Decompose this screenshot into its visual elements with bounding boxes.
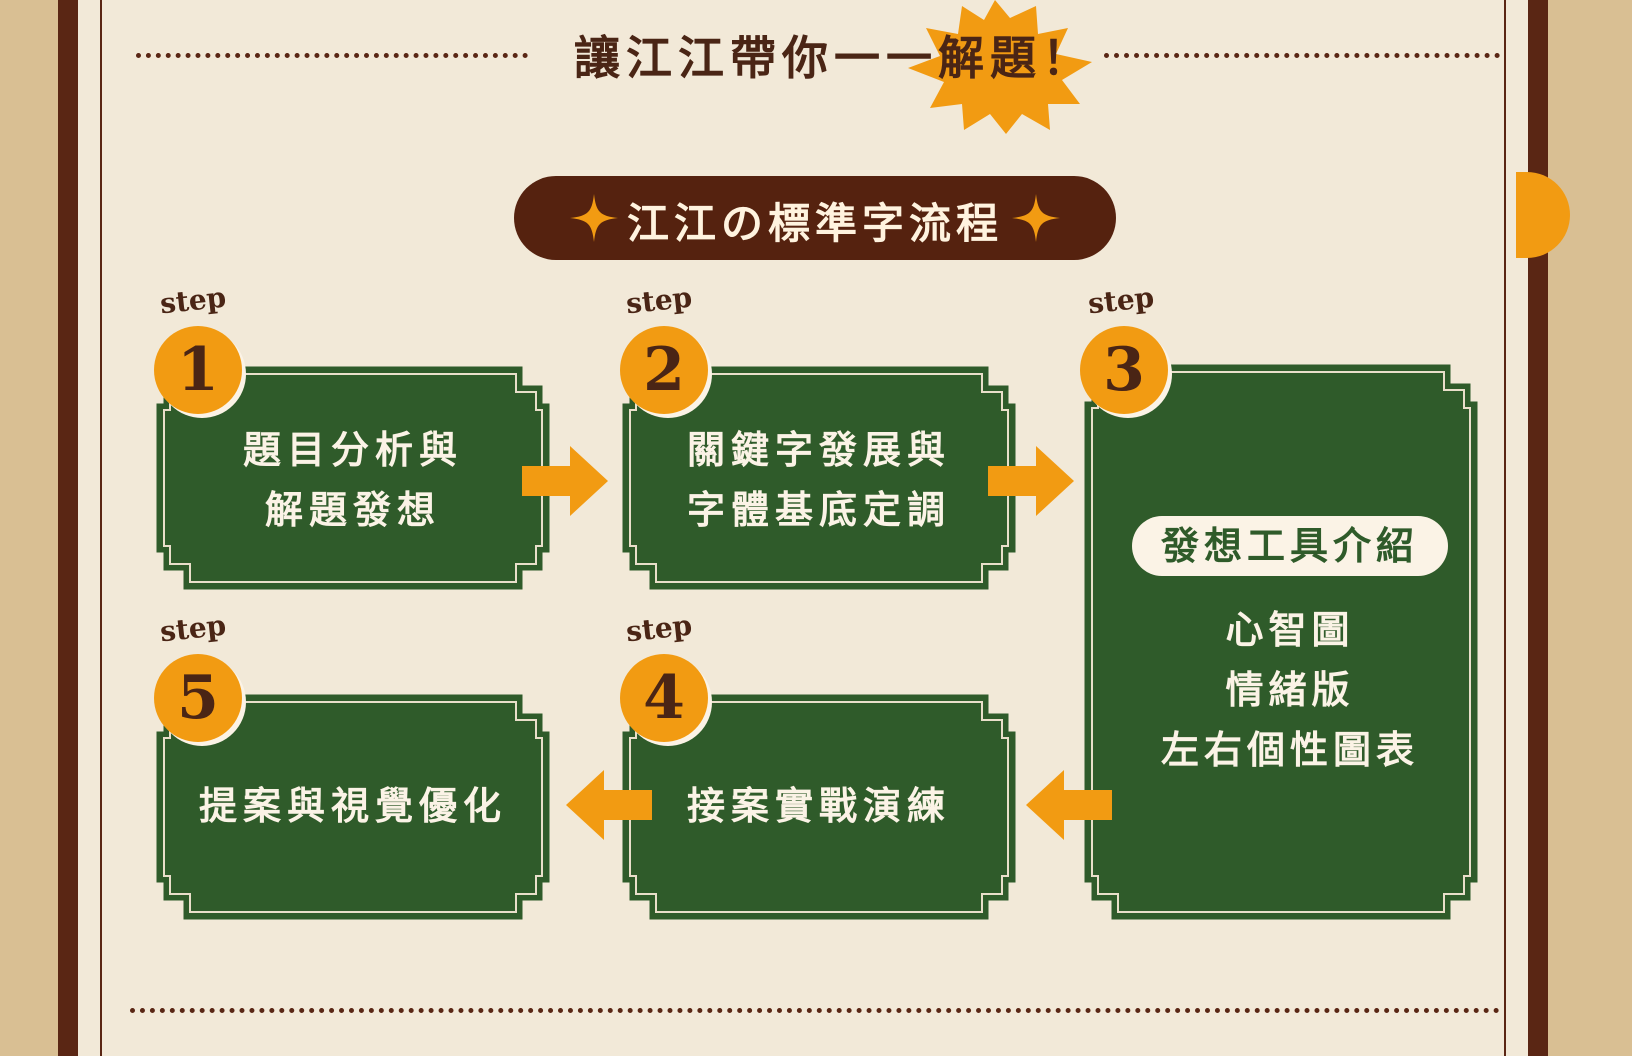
tools-label: 發想工具介紹 <box>1132 516 1448 576</box>
tool-item: 左右個性圖表 <box>1160 728 1419 772</box>
arrow-left-icon <box>566 770 652 840</box>
step-4-line-1: 接案實戰演練 <box>686 784 951 828</box>
starburst-icon <box>908 0 1092 134</box>
step-label: step <box>158 608 228 649</box>
step-3-badge: 3 <box>1080 326 1168 414</box>
tools-list: 心智圖 情緒版 左右個性圖表 <box>1086 600 1494 780</box>
left-paper-edge <box>0 0 60 1056</box>
step-2-badge: 2 <box>620 326 708 414</box>
step-1-line-1: 題目分析與 <box>242 428 463 472</box>
dotted-rule-left <box>136 53 528 58</box>
step-5-box: 提案與視覺優化 <box>152 690 554 924</box>
tool-item: 情緒版 <box>1225 668 1355 712</box>
step-1-line-2: 解題發想 <box>264 488 441 532</box>
step-1-badge: 1 <box>154 326 242 414</box>
dotted-rule-right <box>1104 53 1500 58</box>
step-3-box <box>1080 360 1482 924</box>
process-title: 江江の標準字流程 <box>626 199 1003 248</box>
step-label: step <box>1086 280 1156 321</box>
step-1-box: 題目分析與 解題發想 <box>152 362 554 594</box>
sparkle-icon <box>1012 194 1060 242</box>
step-5-badge: 5 <box>154 654 242 742</box>
right-paper-edge <box>1572 0 1632 1056</box>
step-2-line-2: 字體基底定調 <box>686 488 951 532</box>
arrow-right-icon <box>988 446 1074 516</box>
step-5-line-1: 提案與視覺優化 <box>198 784 507 828</box>
arrow-left-icon <box>1026 770 1112 840</box>
step-label: step <box>624 608 694 649</box>
inner-border <box>100 0 1506 1056</box>
step-label: step <box>158 280 228 321</box>
dotted-rule-bottom <box>130 1008 1500 1013</box>
process-title-pill: 江江の標準字流程 <box>514 176 1116 260</box>
step-label: step <box>624 280 694 321</box>
step-4-badge: 4 <box>620 654 708 742</box>
step-2-line-1: 關鍵字發展與 <box>686 428 951 472</box>
tool-item: 心智圖 <box>1225 608 1355 652</box>
page-headline: 讓江江帶你一一解題！ <box>574 31 1094 85</box>
side-tab-decoration <box>1516 172 1570 258</box>
step-2-box: 關鍵字發展與 字體基底定調 <box>618 362 1020 594</box>
arrow-right-icon <box>522 446 608 516</box>
sparkle-icon <box>570 194 618 242</box>
step-4-box: 接案實戰演練 <box>618 690 1020 924</box>
